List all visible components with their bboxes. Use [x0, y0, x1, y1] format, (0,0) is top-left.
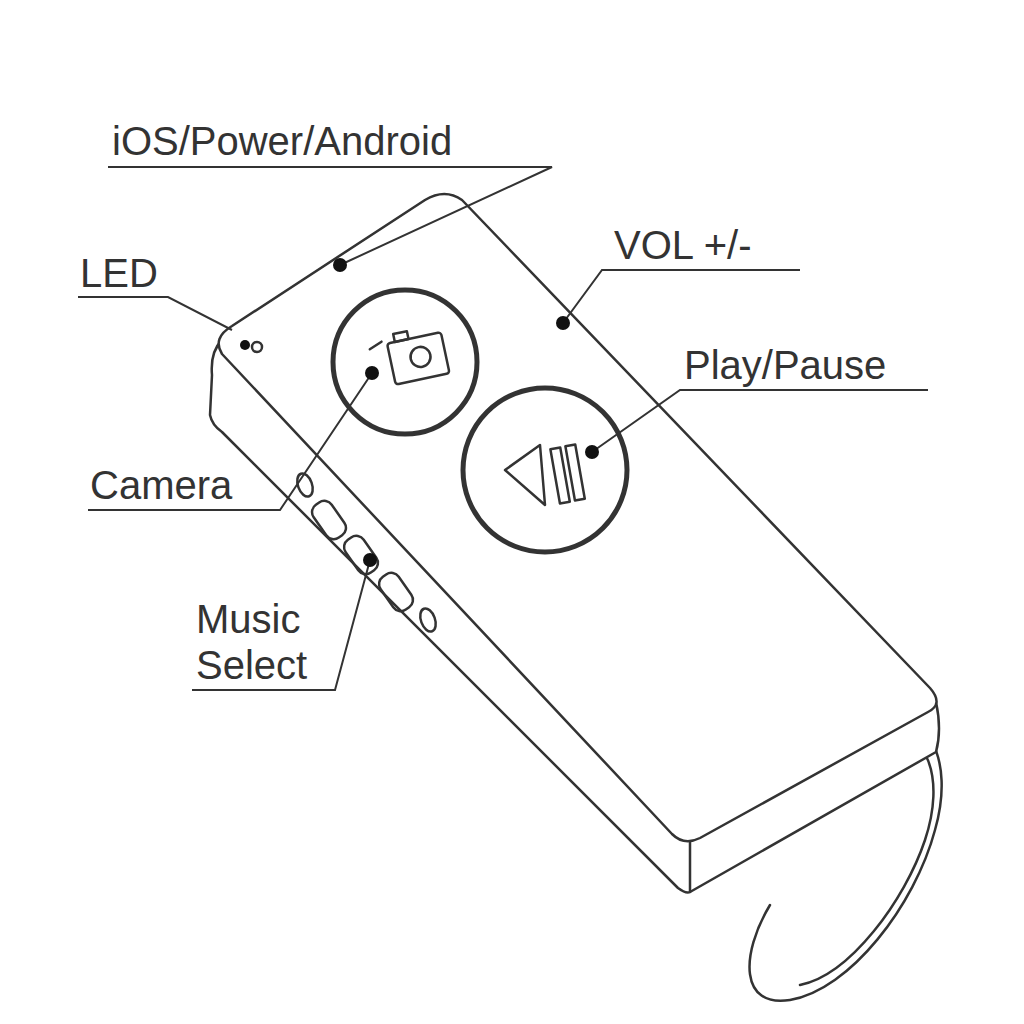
- callout-dot: [240, 340, 250, 350]
- callout-dot: [363, 553, 377, 567]
- music-select-switch: [341, 532, 382, 577]
- part-label: VOL +/-: [614, 222, 804, 268]
- part-label: Camera: [90, 462, 280, 508]
- callout-dot: [585, 445, 599, 459]
- callout-dot: [556, 316, 570, 330]
- leader-line: [192, 560, 370, 690]
- led-light: [252, 342, 262, 352]
- callout-dot: [333, 258, 347, 272]
- part-label: Play/Pause: [684, 342, 924, 388]
- leader-line: [78, 297, 232, 330]
- side-button: [417, 606, 438, 633]
- music-select-switch: [309, 497, 350, 542]
- leader-line: [563, 270, 800, 323]
- part-label: LED: [80, 250, 170, 296]
- play-pause-icon: [505, 445, 585, 505]
- part-label: Music Select: [196, 596, 336, 688]
- camera-button: [333, 290, 477, 434]
- play-pause-button: [463, 388, 627, 552]
- callout-dot: [365, 366, 379, 380]
- top-face: [219, 194, 937, 841]
- leader-line: [88, 373, 372, 510]
- camera-icon: [368, 324, 450, 388]
- leader-line: [108, 167, 552, 265]
- part-label: iOS/Power/Android: [112, 118, 552, 164]
- music-select-switch: [376, 569, 417, 614]
- leader-line: [592, 390, 928, 452]
